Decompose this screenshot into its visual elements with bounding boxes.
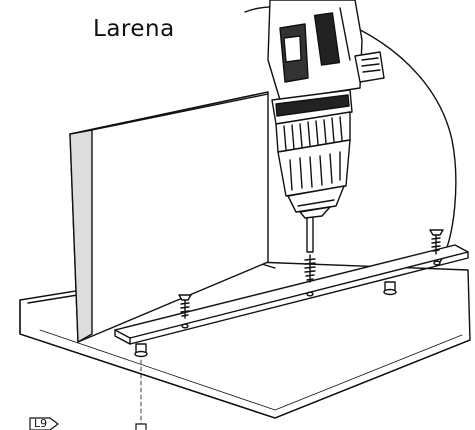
screw-right — [429, 229, 444, 255]
cam-dowel-right — [383, 281, 397, 296]
drill-bit — [306, 209, 314, 253]
reference-tag-label: L9 — [34, 417, 48, 430]
screw-left — [178, 294, 192, 319]
part-reference-tag — [29, 417, 59, 430]
bottom-peg-icon — [135, 423, 147, 430]
screw-hole-2 — [306, 291, 314, 297]
side-panel — [69, 91, 269, 343]
power-drill-icon — [267, 0, 385, 219]
mounting-strip — [114, 244, 469, 345]
screw-hole-3 — [433, 260, 441, 266]
screw-hole-1 — [181, 323, 189, 329]
cam-dowel-left — [134, 343, 148, 358]
brand-label: Larena — [93, 16, 175, 42]
screw-center — [304, 254, 316, 283]
